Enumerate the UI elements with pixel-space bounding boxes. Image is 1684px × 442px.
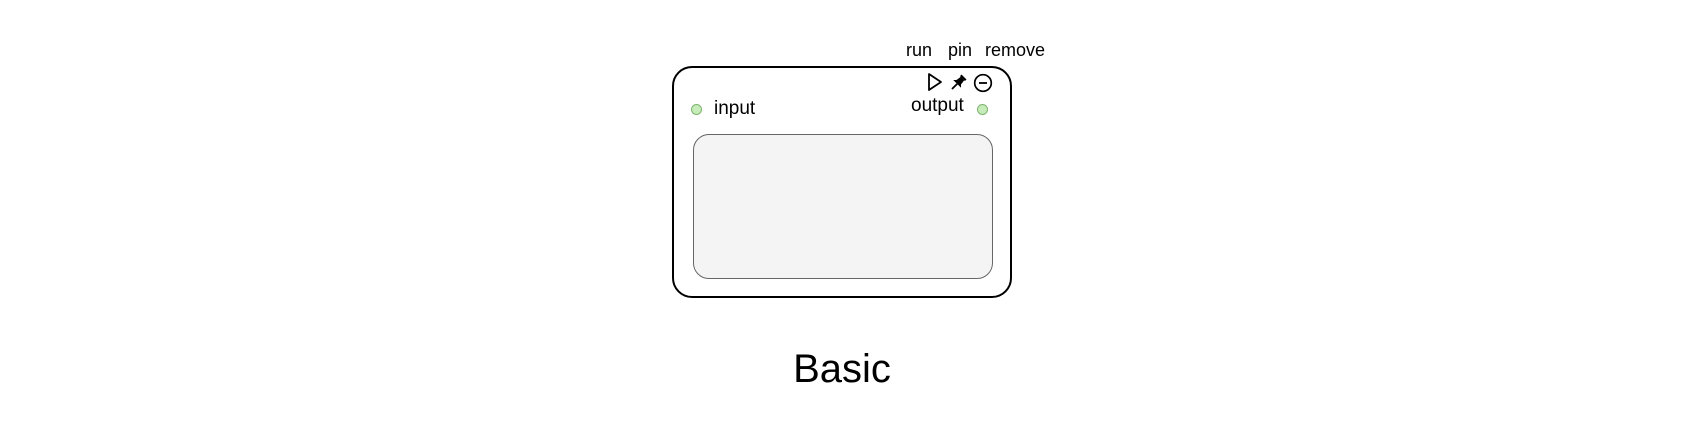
run-label: run [906, 40, 933, 60]
node-card[interactable]: input output [672, 66, 1012, 298]
caption: Basic [793, 347, 891, 391]
input-port-label: input [714, 98, 756, 119]
run-icon[interactable] [924, 72, 944, 92]
input-port[interactable] [691, 104, 702, 115]
node-content-area[interactable] [693, 134, 993, 279]
remove-label: remove [985, 40, 1046, 60]
output-port[interactable] [977, 104, 988, 115]
pin-icon[interactable] [948, 73, 968, 93]
output-port-label: output [911, 95, 964, 116]
remove-icon[interactable] [973, 73, 993, 93]
pin-label: pin [948, 40, 973, 60]
